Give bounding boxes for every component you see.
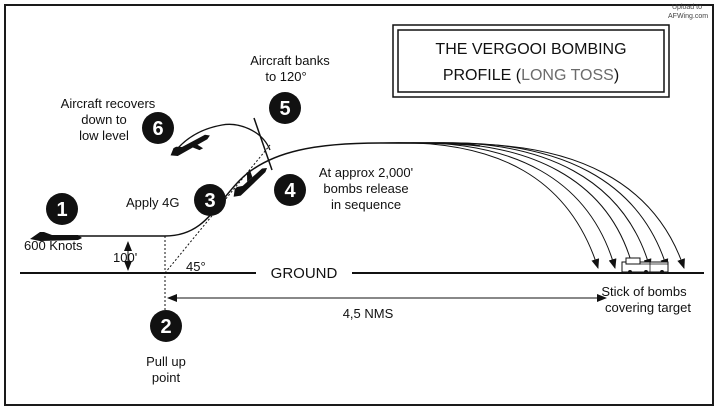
flight-path xyxy=(38,142,481,237)
step-6-badge: 6 xyxy=(142,112,174,144)
step-2-badge: 2 xyxy=(150,310,182,342)
title-line-2-main: PROFILE ( xyxy=(443,67,522,84)
ground-label: GROUND xyxy=(271,265,338,282)
title-line-2-muted: LONG TOSS xyxy=(521,67,614,84)
step-4-badge: 4 xyxy=(274,174,306,206)
distance-dimension: 4,5 NMS xyxy=(167,294,607,321)
aircraft-icon xyxy=(30,232,82,241)
bank-angle-line xyxy=(253,117,273,171)
title-line-2: PROFILE (LONG TOSS) xyxy=(443,67,619,84)
step-2-label-line-2: point xyxy=(152,370,181,385)
step-4-label-line-1: At approx 2,000' xyxy=(319,165,413,180)
bomb-trajectories xyxy=(379,142,685,269)
title-line-1: THE VERGOOI BOMBING xyxy=(435,41,626,58)
aircraft-icon xyxy=(233,168,268,197)
step-3-number: 3 xyxy=(204,190,215,212)
bomb-trajectory xyxy=(379,142,600,269)
release-angle-line xyxy=(164,144,271,274)
distance-label: 4,5 NMS xyxy=(343,306,394,321)
step-5-number: 5 xyxy=(279,98,290,120)
altitude-dimension: 100' xyxy=(113,241,137,271)
watermark-line-1: Upload to xyxy=(672,4,702,11)
diagram-frame xyxy=(4,4,714,406)
target-label-line-2: covering target xyxy=(605,300,691,315)
step-6-label-line-2: down to xyxy=(81,112,127,127)
step-1-badge: 1 xyxy=(46,193,78,225)
step-4-label-line-3: in sequence xyxy=(331,197,401,212)
altitude-label: 100' xyxy=(113,250,137,265)
title-box: THE VERGOOI BOMBING PROFILE (LONG TOSS) xyxy=(392,24,670,98)
target-label-line-1: Stick of bombs xyxy=(601,284,687,299)
step-2-label-line-1: Pull up xyxy=(146,354,186,369)
step-1-number: 1 xyxy=(56,199,67,221)
aircraft-icon xyxy=(170,134,210,157)
step-4-number: 4 xyxy=(284,180,296,202)
watermark-line-2: AFWing.com xyxy=(668,13,708,20)
title-line-2-end: ) xyxy=(614,67,619,84)
step-5-label-line-2: to 120° xyxy=(265,69,306,84)
bomb-trajectory xyxy=(409,142,635,269)
step-3-badge: 3 xyxy=(194,184,226,216)
step-3-label: Apply 4G xyxy=(126,195,179,210)
bomb-trajectory xyxy=(394,142,617,269)
step-6-number: 6 xyxy=(152,118,163,140)
bomb-trajectory xyxy=(454,143,685,269)
step-5-label-line-1: Aircraft banks xyxy=(250,53,330,68)
step-5-badge: 5 xyxy=(269,92,301,124)
angle-label: 45° xyxy=(186,259,206,274)
step-6-label-line-1: Aircraft recovers xyxy=(61,96,156,111)
step-2-number: 2 xyxy=(160,316,171,338)
ground-line: GROUND xyxy=(20,265,704,282)
step-1-label: 600 Knots xyxy=(24,238,83,253)
step-4-label-line-2: bombs release xyxy=(323,181,408,196)
target-vehicles-icon xyxy=(621,257,669,274)
step-6-label-line-3: low level xyxy=(79,128,129,143)
